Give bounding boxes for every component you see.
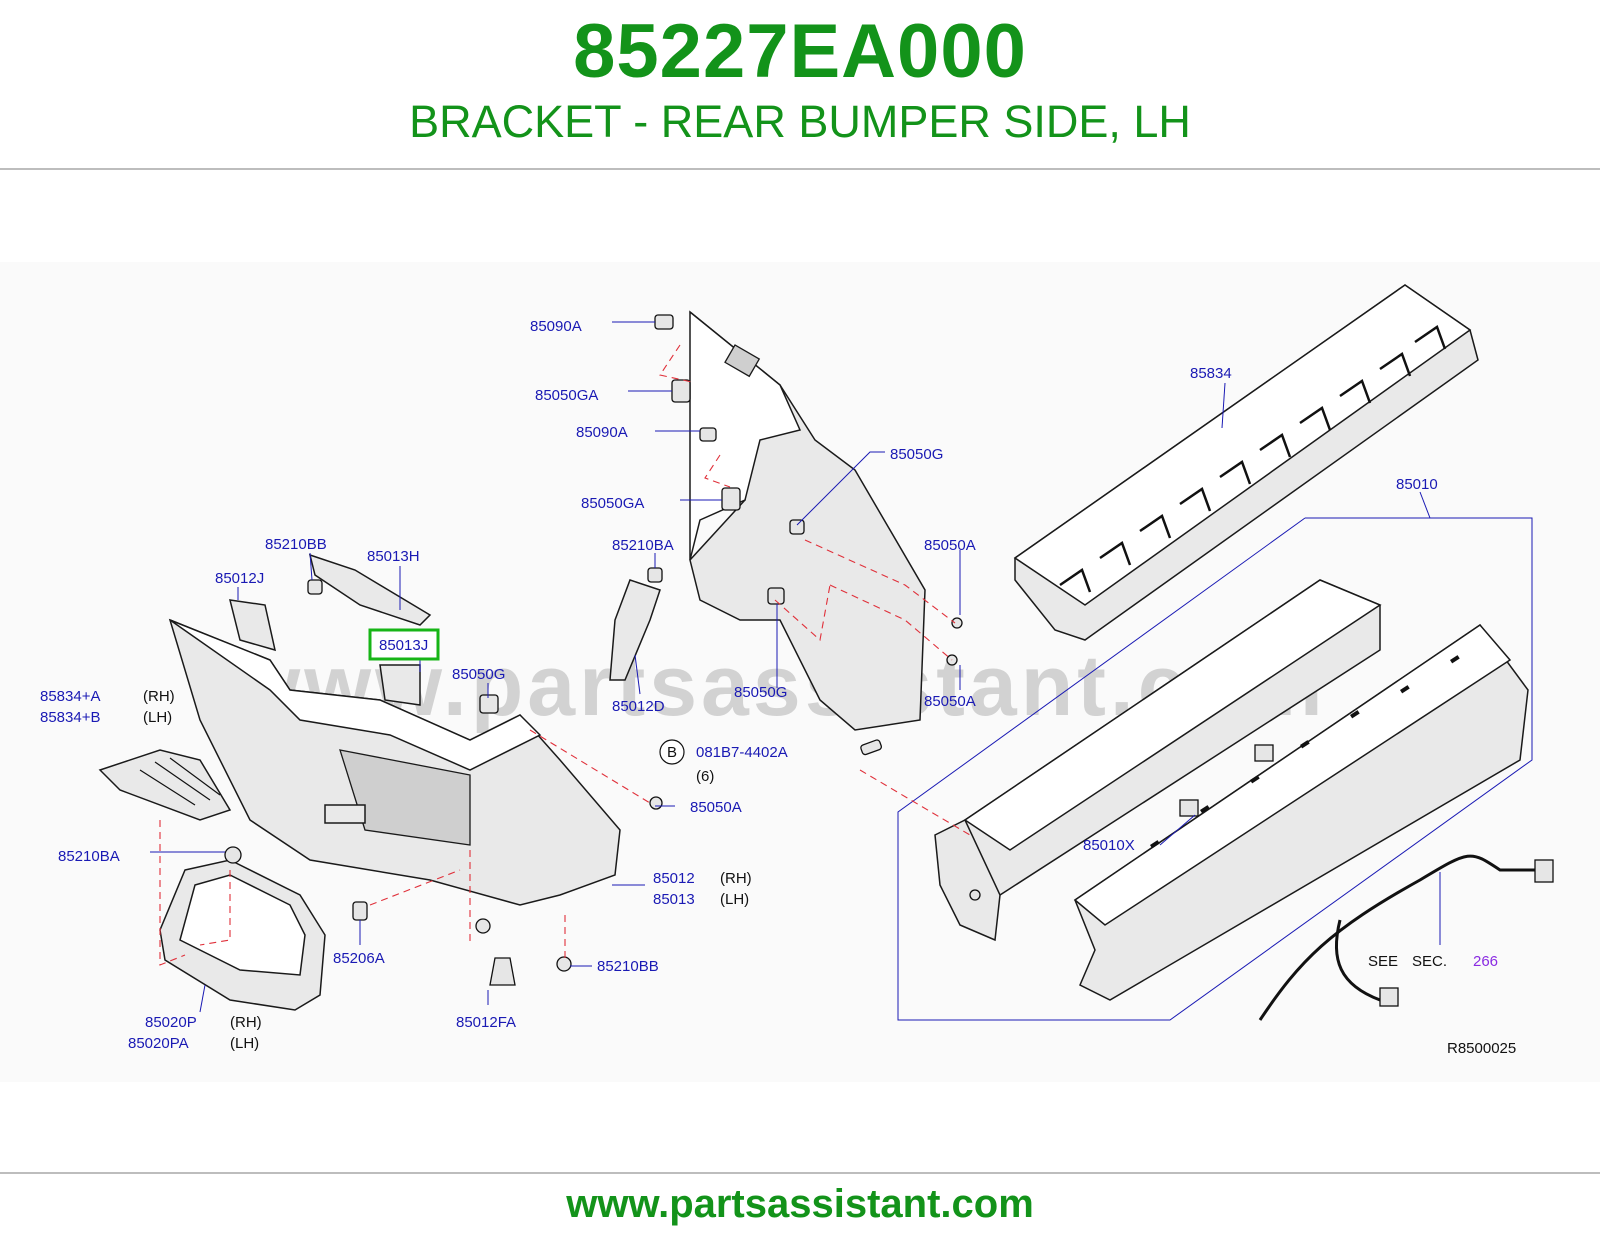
label-see: SEE	[1368, 953, 1398, 970]
highlight-box	[368, 628, 440, 661]
label-85013H[interactable]: 85013H	[367, 548, 420, 565]
part-description: BRACKET - REAR BUMPER SIDE, LH	[409, 96, 1191, 147]
b-callout-circle	[659, 739, 685, 765]
label-85210BA-left[interactable]: 85210BA	[58, 848, 120, 865]
page-header: 85227EA000 BRACKET - REAR BUMPER SIDE, L…	[0, 0, 1600, 170]
fasteners	[224, 314, 963, 986]
label-85050G-lower[interactable]: 85050G	[734, 684, 787, 701]
label-85012FA[interactable]: 85012FA	[456, 1014, 516, 1031]
part-labels[interactable]: 85090A 85050GA 85090A 85050GA 85050G 850…	[40, 318, 1516, 1057]
reflector-85834A-drawing	[98, 749, 232, 821]
label-85090A-mid[interactable]: 85090A	[576, 424, 628, 441]
label-85090A-top[interactable]: 85090A	[530, 318, 582, 335]
side-bracket-upper-drawing	[609, 310, 926, 731]
label-rh-85020P: (RH)	[230, 1014, 262, 1031]
reinforcement-85834-drawing	[1013, 284, 1479, 641]
label-081B7-4402A[interactable]: 081B7-4402A	[696, 744, 788, 761]
label-lh-85834B: (LH)	[143, 709, 172, 726]
label-85010X[interactable]: 85010X	[1083, 837, 1135, 854]
label-85050GA-top[interactable]: 85050GA	[535, 387, 598, 404]
label-quantity: (6)	[696, 768, 714, 785]
label-sec: SEC.	[1412, 953, 1447, 970]
label-85834[interactable]: 85834	[1190, 365, 1232, 382]
label-85834B[interactable]: 85834+B	[40, 709, 100, 726]
label-85013[interactable]: 85013	[653, 891, 695, 908]
bumper-side-85012-drawing	[168, 553, 621, 906]
label-85050A-mid[interactable]: 85050A	[924, 693, 976, 710]
label-85020P[interactable]: 85020P	[145, 1014, 197, 1031]
label-rh-85012: (RH)	[720, 870, 752, 887]
label-85012[interactable]: 85012	[653, 870, 695, 887]
label-lh-85013: (LH)	[720, 891, 749, 908]
label-85050G-upper[interactable]: 85050G	[890, 446, 943, 463]
label-b-badge: B	[667, 744, 677, 761]
footer-divider	[0, 1172, 1600, 1174]
label-85210BB-upper[interactable]: 85210BB	[265, 536, 327, 553]
leader-lines	[150, 321, 1441, 1013]
label-85012D[interactable]: 85012D	[612, 698, 665, 715]
label-lh-85020PA: (LH)	[230, 1035, 259, 1052]
label-85050A-upper[interactable]: 85050A	[924, 537, 976, 554]
footer-url-link[interactable]: www.partsassistant.com	[566, 1182, 1034, 1226]
label-85013J[interactable]: 85013J	[379, 637, 428, 654]
label-85210BB-lower[interactable]: 85210BB	[597, 958, 659, 975]
bumper-assembly-85010-drawing	[897, 517, 1554, 1021]
cover-85020P-drawing	[159, 859, 326, 1011]
label-rh-85834A: (RH)	[143, 688, 175, 705]
label-85020PA[interactable]: 85020PA	[128, 1035, 189, 1052]
label-85050G-left[interactable]: 85050G	[452, 666, 505, 683]
label-85012J[interactable]: 85012J	[215, 570, 264, 587]
label-85834A[interactable]: 85834+A	[40, 688, 100, 705]
label-85206A[interactable]: 85206A	[333, 950, 385, 967]
label-sec-number[interactable]: 266	[1473, 953, 1498, 970]
assembly-lines	[159, 344, 971, 966]
part-number-title: 85227EA000	[573, 9, 1027, 94]
figure-id: R8500025	[1447, 1040, 1516, 1057]
label-85010[interactable]: 85010	[1396, 476, 1438, 493]
label-85210BA-upper[interactable]: 85210BA	[612, 537, 674, 554]
label-85050GA-mid[interactable]: 85050GA	[581, 495, 644, 512]
label-85050A-lower[interactable]: 85050A	[690, 799, 742, 816]
header-divider	[0, 168, 1600, 170]
